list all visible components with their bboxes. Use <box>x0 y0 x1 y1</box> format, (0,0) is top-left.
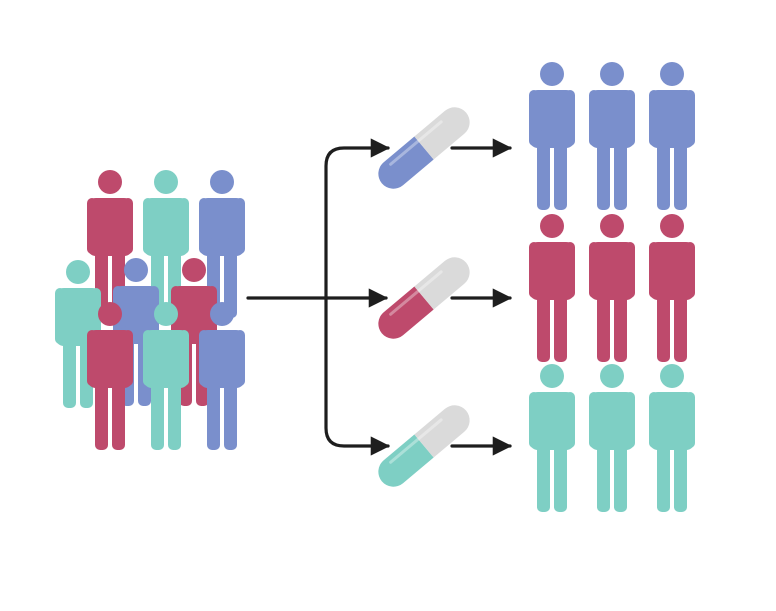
person-icon <box>589 62 635 210</box>
treated-groups <box>529 62 695 512</box>
person-icon <box>529 62 575 210</box>
person-icon <box>589 364 635 512</box>
treatment-capsules <box>378 107 470 487</box>
capsule-icon <box>378 257 470 339</box>
treated-group-blue <box>529 62 695 210</box>
treated-group-teal <box>529 364 695 512</box>
capsule-icon <box>378 107 470 189</box>
person-icon <box>649 364 695 512</box>
person-icon <box>529 364 575 512</box>
mixed-population-crowd <box>55 170 245 450</box>
branch-connector-line <box>324 146 388 448</box>
treated-group-red <box>529 214 695 362</box>
person-icon <box>649 214 695 362</box>
capsule-icon <box>378 405 470 487</box>
person-icon <box>649 62 695 210</box>
branching-arrows <box>246 138 512 456</box>
person-icon <box>529 214 575 362</box>
person-icon <box>589 214 635 362</box>
